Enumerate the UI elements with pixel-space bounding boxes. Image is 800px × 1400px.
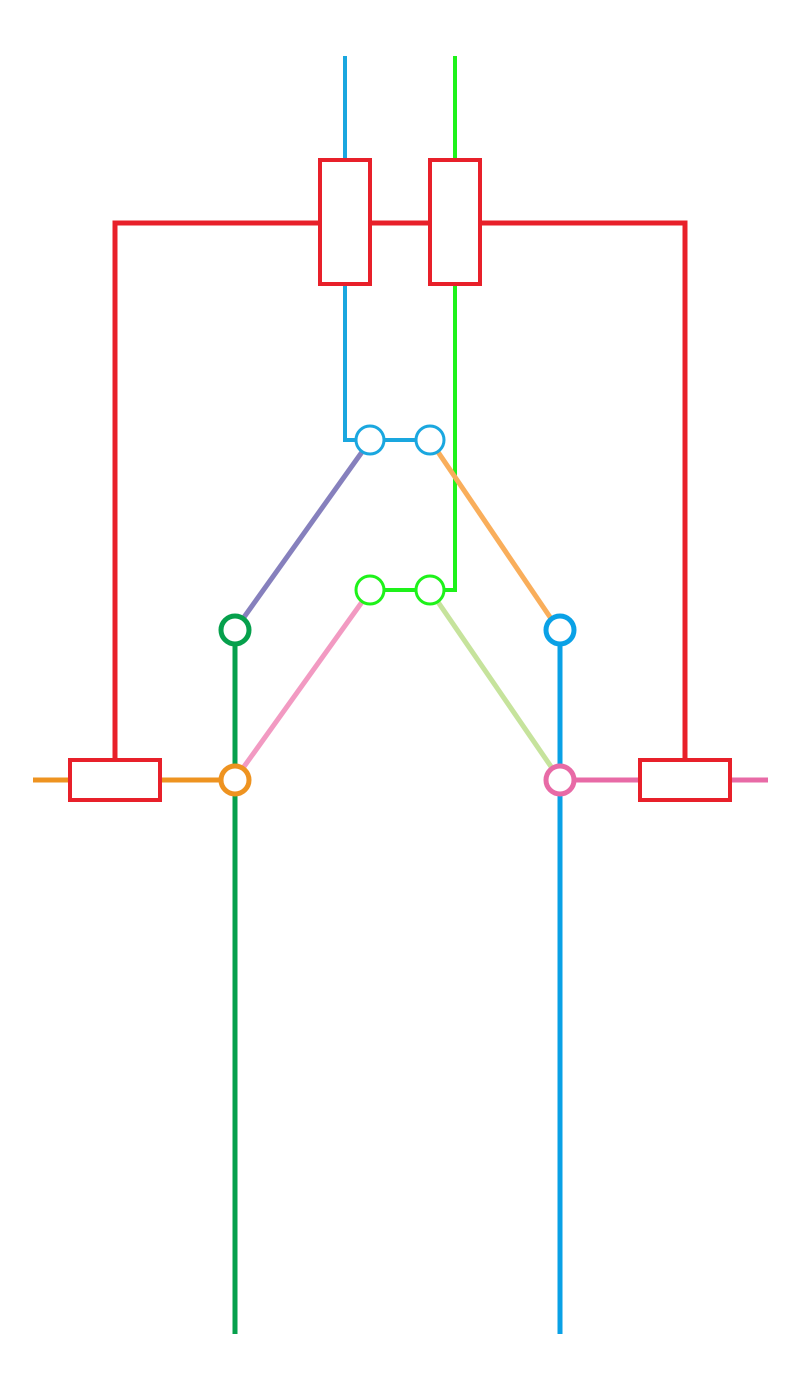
light-orange-link xyxy=(435,450,555,622)
red-frame-line xyxy=(112,220,688,760)
red-box-top-right xyxy=(428,158,482,286)
red-box-left xyxy=(68,758,162,802)
purple-link xyxy=(239,450,365,622)
lime-node-right xyxy=(414,574,446,606)
lime-node-left xyxy=(354,574,386,606)
cyan-line-mid xyxy=(343,284,356,442)
green-node xyxy=(218,613,252,647)
pink-node xyxy=(543,763,577,797)
cyan-node-left xyxy=(354,424,386,456)
light-pink-link xyxy=(240,600,365,770)
orange-node xyxy=(218,763,252,797)
red-box-top-left xyxy=(318,158,372,286)
lime-line-mid xyxy=(444,284,457,592)
red-box-right xyxy=(638,758,732,802)
blue-node xyxy=(543,613,577,647)
cyan-node-right xyxy=(414,424,446,456)
light-green-link xyxy=(435,600,555,770)
